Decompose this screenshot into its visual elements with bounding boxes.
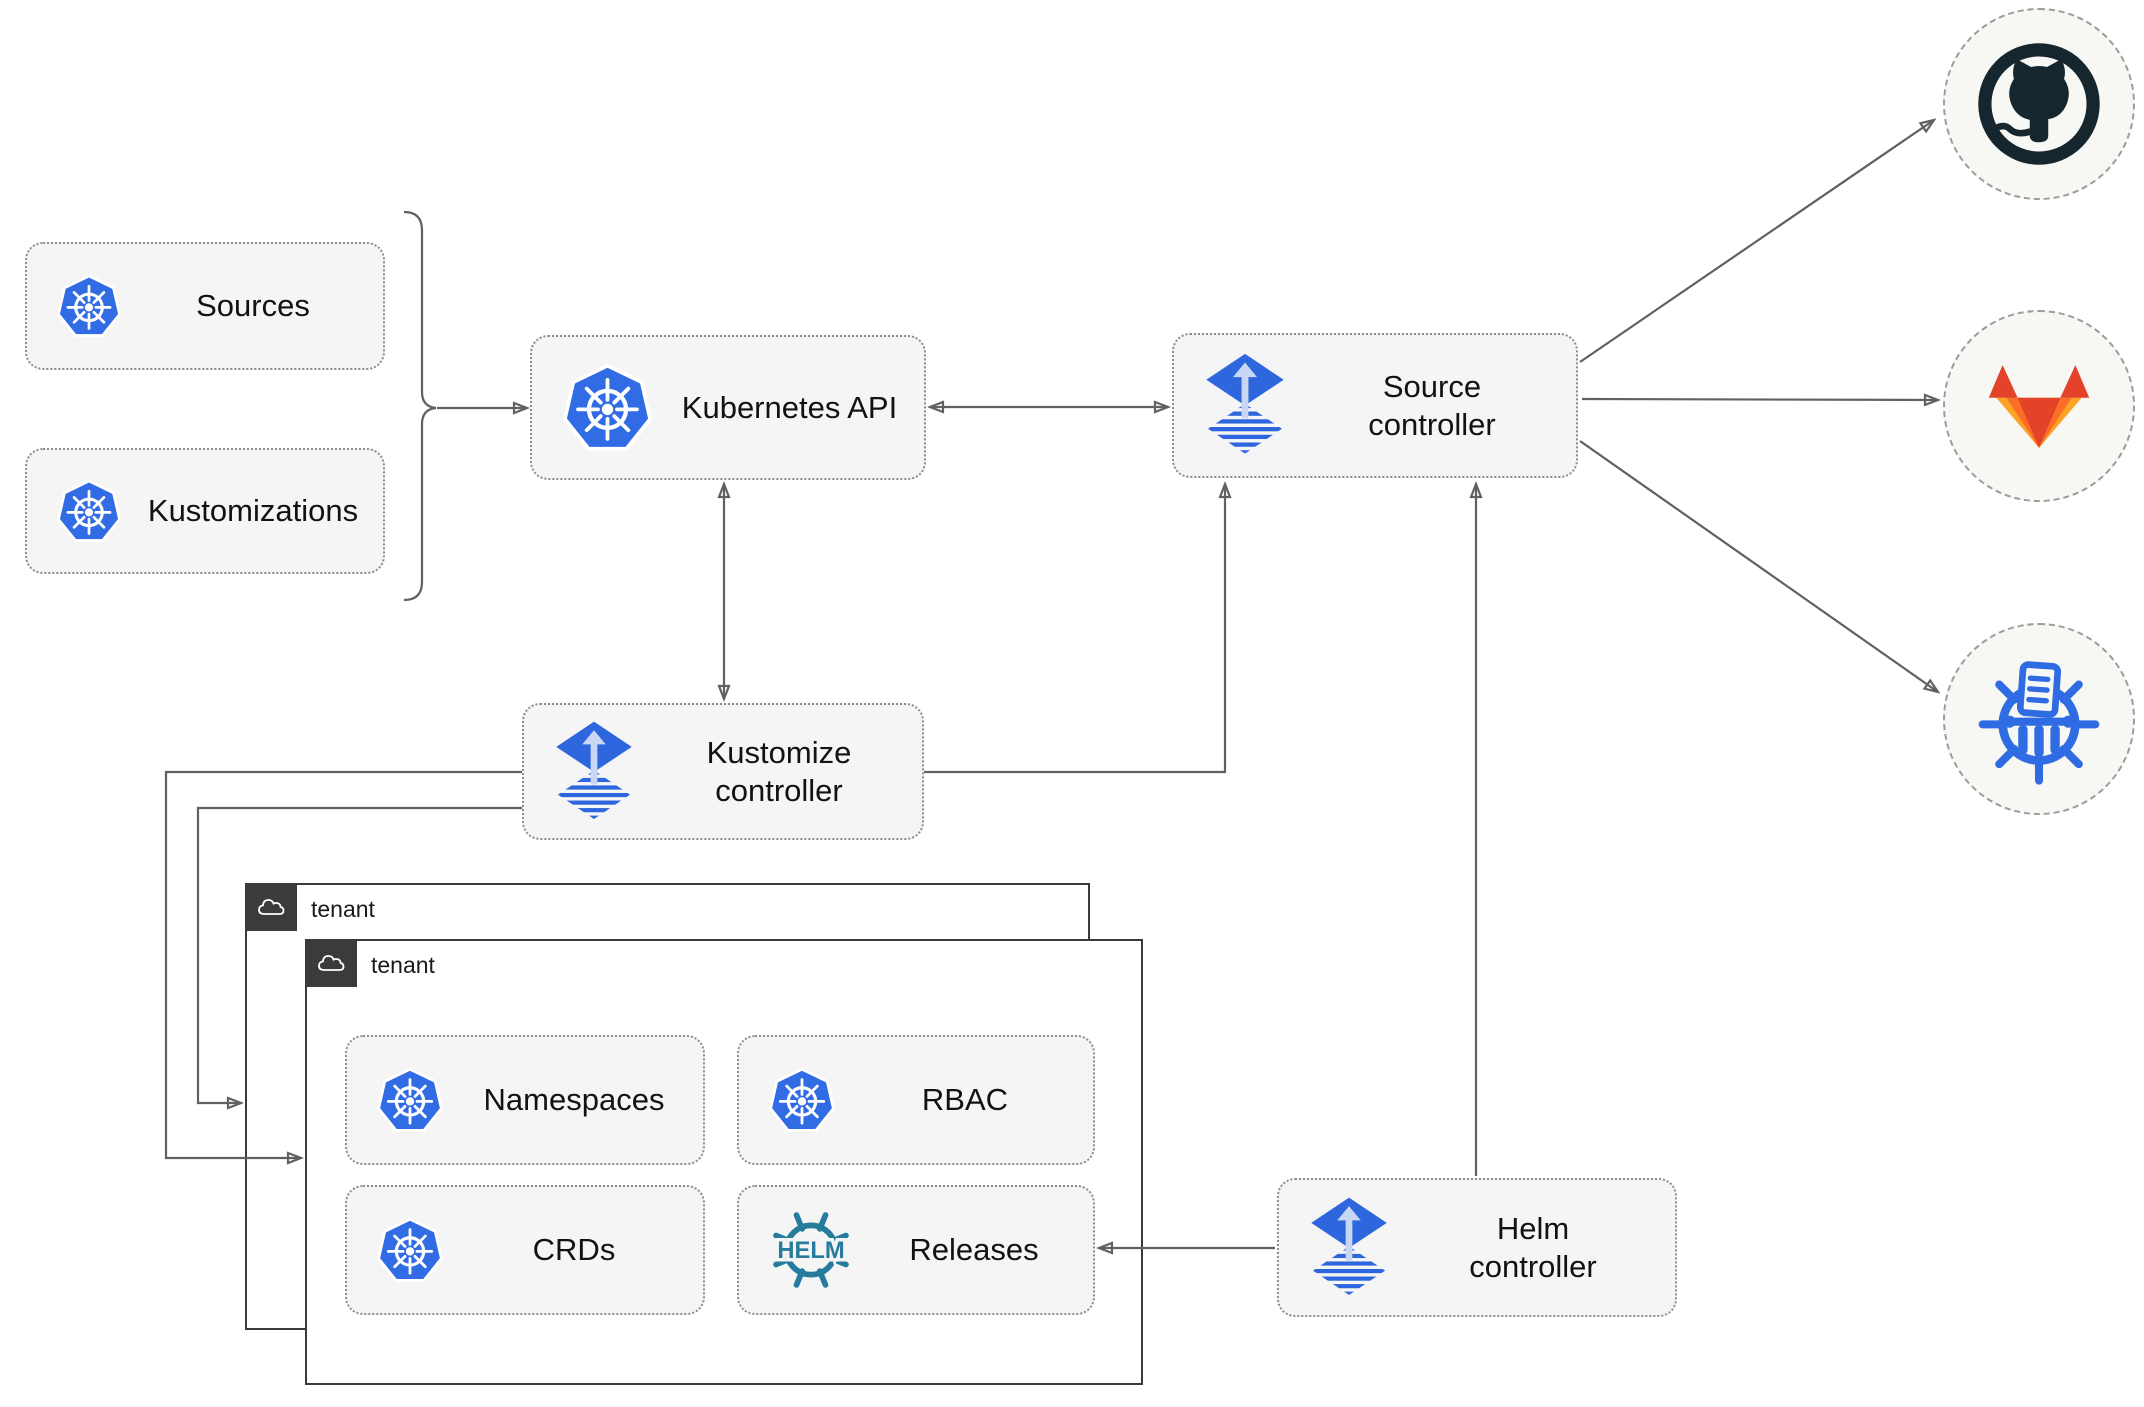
node-kustomizations: Kustomizations (25, 448, 385, 574)
helm-icon: HELM (767, 1206, 855, 1294)
node-sources: Sources (25, 242, 385, 370)
chartmuseum-icon (1972, 652, 2106, 786)
edge-brace (403, 210, 437, 602)
external-helm-repository (1943, 623, 2135, 815)
flux-icon (1202, 352, 1288, 459)
node-source-controller: Source controller (1172, 333, 1578, 478)
node-label: Kustomize controller (706, 734, 852, 808)
node-helm-controller: Helm controller (1277, 1178, 1677, 1317)
node-rbac: RBAC (737, 1035, 1095, 1165)
edge-kustomize-source (924, 484, 1225, 774)
github-icon (1973, 38, 2105, 170)
kubernetes-icon (375, 1215, 445, 1285)
node-label: Helm controller (1469, 1210, 1597, 1284)
external-gitlab (1943, 310, 2135, 502)
node-label: Source controller (1368, 368, 1496, 442)
kubernetes-icon (767, 1065, 837, 1135)
node-label: Sources (196, 288, 310, 324)
node-kubernetes-api: Kubernetes API (530, 335, 926, 480)
flux-icon (1307, 1196, 1391, 1300)
external-github (1943, 8, 2135, 200)
node-crds: CRDs (345, 1185, 705, 1315)
node-label: RBAC (921, 1082, 1009, 1118)
node-label: Kubernetes API (681, 389, 898, 425)
tenant-label: tenant (311, 896, 375, 922)
node-label: CRDs (532, 1232, 616, 1268)
node-label: Kustomizations (147, 493, 359, 529)
helm-icon-text: HELM (777, 1237, 844, 1264)
node-releases: HELM Releases (737, 1185, 1095, 1315)
edge-source-gitlab (1581, 399, 1938, 400)
node-label: Releases (909, 1232, 1039, 1268)
gitlab-icon (1976, 350, 2102, 463)
node-label: Namespaces (483, 1082, 665, 1118)
tenant-tab (305, 939, 357, 987)
cloud-icon (315, 951, 347, 975)
kubernetes-icon (375, 1065, 445, 1135)
edge-source-helmrepo (1579, 440, 1938, 692)
kubernetes-icon (55, 272, 123, 340)
tenant-tab (245, 883, 297, 931)
node-kustomize-controller: Kustomize controller (522, 703, 924, 840)
cloud-icon (255, 895, 287, 919)
edge-source-github (1579, 120, 1934, 363)
node-namespaces: Namespaces (345, 1035, 705, 1165)
kubernetes-icon (55, 477, 123, 545)
kubernetes-icon (560, 360, 655, 455)
flux-icon (552, 720, 636, 824)
tenant-label: tenant (371, 952, 435, 978)
